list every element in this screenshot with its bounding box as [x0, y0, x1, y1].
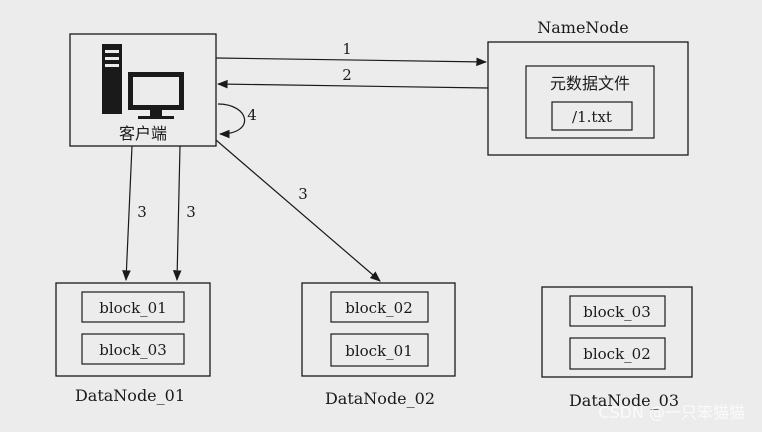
- block-label: block_01: [99, 299, 167, 317]
- block-label: block_02: [583, 345, 651, 363]
- metadata-file-label: 元数据文件: [550, 74, 630, 93]
- namenode-title: NameNode: [537, 18, 629, 37]
- datanode-title: DataNode_03: [569, 391, 679, 410]
- arrow-label: 3: [137, 203, 147, 221]
- arrow-3b: 3: [172, 145, 196, 282]
- datanode-01: block_01 block_03 DataNode_01: [55, 282, 211, 405]
- arrow-1: 1: [215, 40, 488, 67]
- block-label: block_01: [345, 342, 413, 360]
- arrow-label: 2: [342, 66, 352, 84]
- datanode-03: block_03 block_02 DataNode_03: [541, 286, 693, 410]
- computer-icon: [102, 44, 184, 119]
- block-label: block_03: [99, 341, 167, 359]
- arrow-4-loop: 4: [217, 103, 257, 139]
- arrow-label: 1: [342, 40, 352, 58]
- arrow-label: 4: [247, 106, 257, 124]
- arrow-label: 3: [186, 203, 196, 221]
- block-label: block_03: [583, 303, 651, 321]
- arrow-3c: 3: [215, 139, 381, 282]
- client-label: 客户端: [119, 124, 167, 143]
- arrow-2: 2: [216, 66, 489, 89]
- datanode-title: DataNode_02: [325, 389, 435, 408]
- datanode-02: block_02 block_01 DataNode_02: [301, 282, 456, 408]
- datanode-title: DataNode_01: [75, 386, 185, 405]
- block-label: block_02: [345, 299, 413, 317]
- file-path-label: /1.txt: [572, 108, 612, 126]
- namenode: NameNode 元数据文件 /1.txt: [487, 18, 689, 156]
- watermark: CSDN @一只笨猫猫: [598, 403, 745, 422]
- arrow-label: 3: [298, 185, 308, 203]
- arrow-3a: 3: [122, 145, 147, 282]
- client-node: 客户端: [69, 33, 217, 147]
